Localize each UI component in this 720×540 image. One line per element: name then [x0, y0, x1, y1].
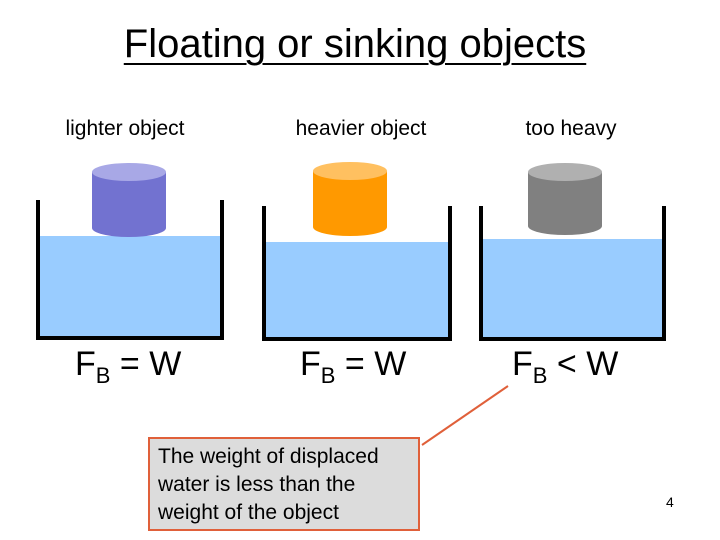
beaker-2 — [262, 206, 452, 341]
water-2 — [264, 242, 450, 339]
eq-force-1: F — [75, 345, 96, 383]
cylinder-heavier — [313, 162, 387, 236]
callout-box: The weight of displaced water is less th… — [148, 437, 420, 531]
eq-force-3: F — [512, 345, 533, 383]
cylinder-body-3 — [528, 172, 602, 235]
beaker-1 — [36, 200, 224, 340]
container-2 — [262, 206, 452, 341]
equation-1: FB = W — [75, 345, 181, 389]
cylinder-lighter — [92, 163, 166, 237]
cylinder-body-2 — [313, 171, 387, 236]
cylinder-top-2 — [313, 162, 387, 180]
slide-title: Floating or sinking objects — [123, 22, 587, 66]
eq-relation-1: = W — [119, 345, 182, 383]
cylinder-body-1 — [92, 172, 166, 237]
eq-sub-2: B — [320, 363, 336, 388]
eq-sub-3: B — [532, 363, 548, 388]
eq-force-2: F — [300, 345, 321, 383]
eq-sub-1: B — [95, 363, 111, 388]
cylinder-top-1 — [92, 163, 166, 181]
water-1 — [38, 236, 222, 338]
label-too-heavy: too heavy — [525, 117, 617, 140]
beaker-3 — [479, 206, 666, 341]
equation-3: FB < W — [512, 345, 618, 389]
label-lighter-object: lighter object — [65, 117, 185, 140]
callout-pointer — [421, 385, 509, 446]
page-number: 4 — [666, 494, 674, 510]
cylinder-too-heavy — [528, 163, 602, 235]
label-heavier-object: heavier object — [295, 117, 427, 140]
water-3 — [481, 239, 664, 339]
cylinder-top-3 — [528, 163, 602, 181]
container-1 — [36, 200, 224, 340]
container-3 — [479, 206, 666, 341]
eq-relation-2: = W — [344, 345, 407, 383]
equation-2: FB = W — [300, 345, 406, 389]
eq-relation-3: < W — [556, 345, 619, 383]
